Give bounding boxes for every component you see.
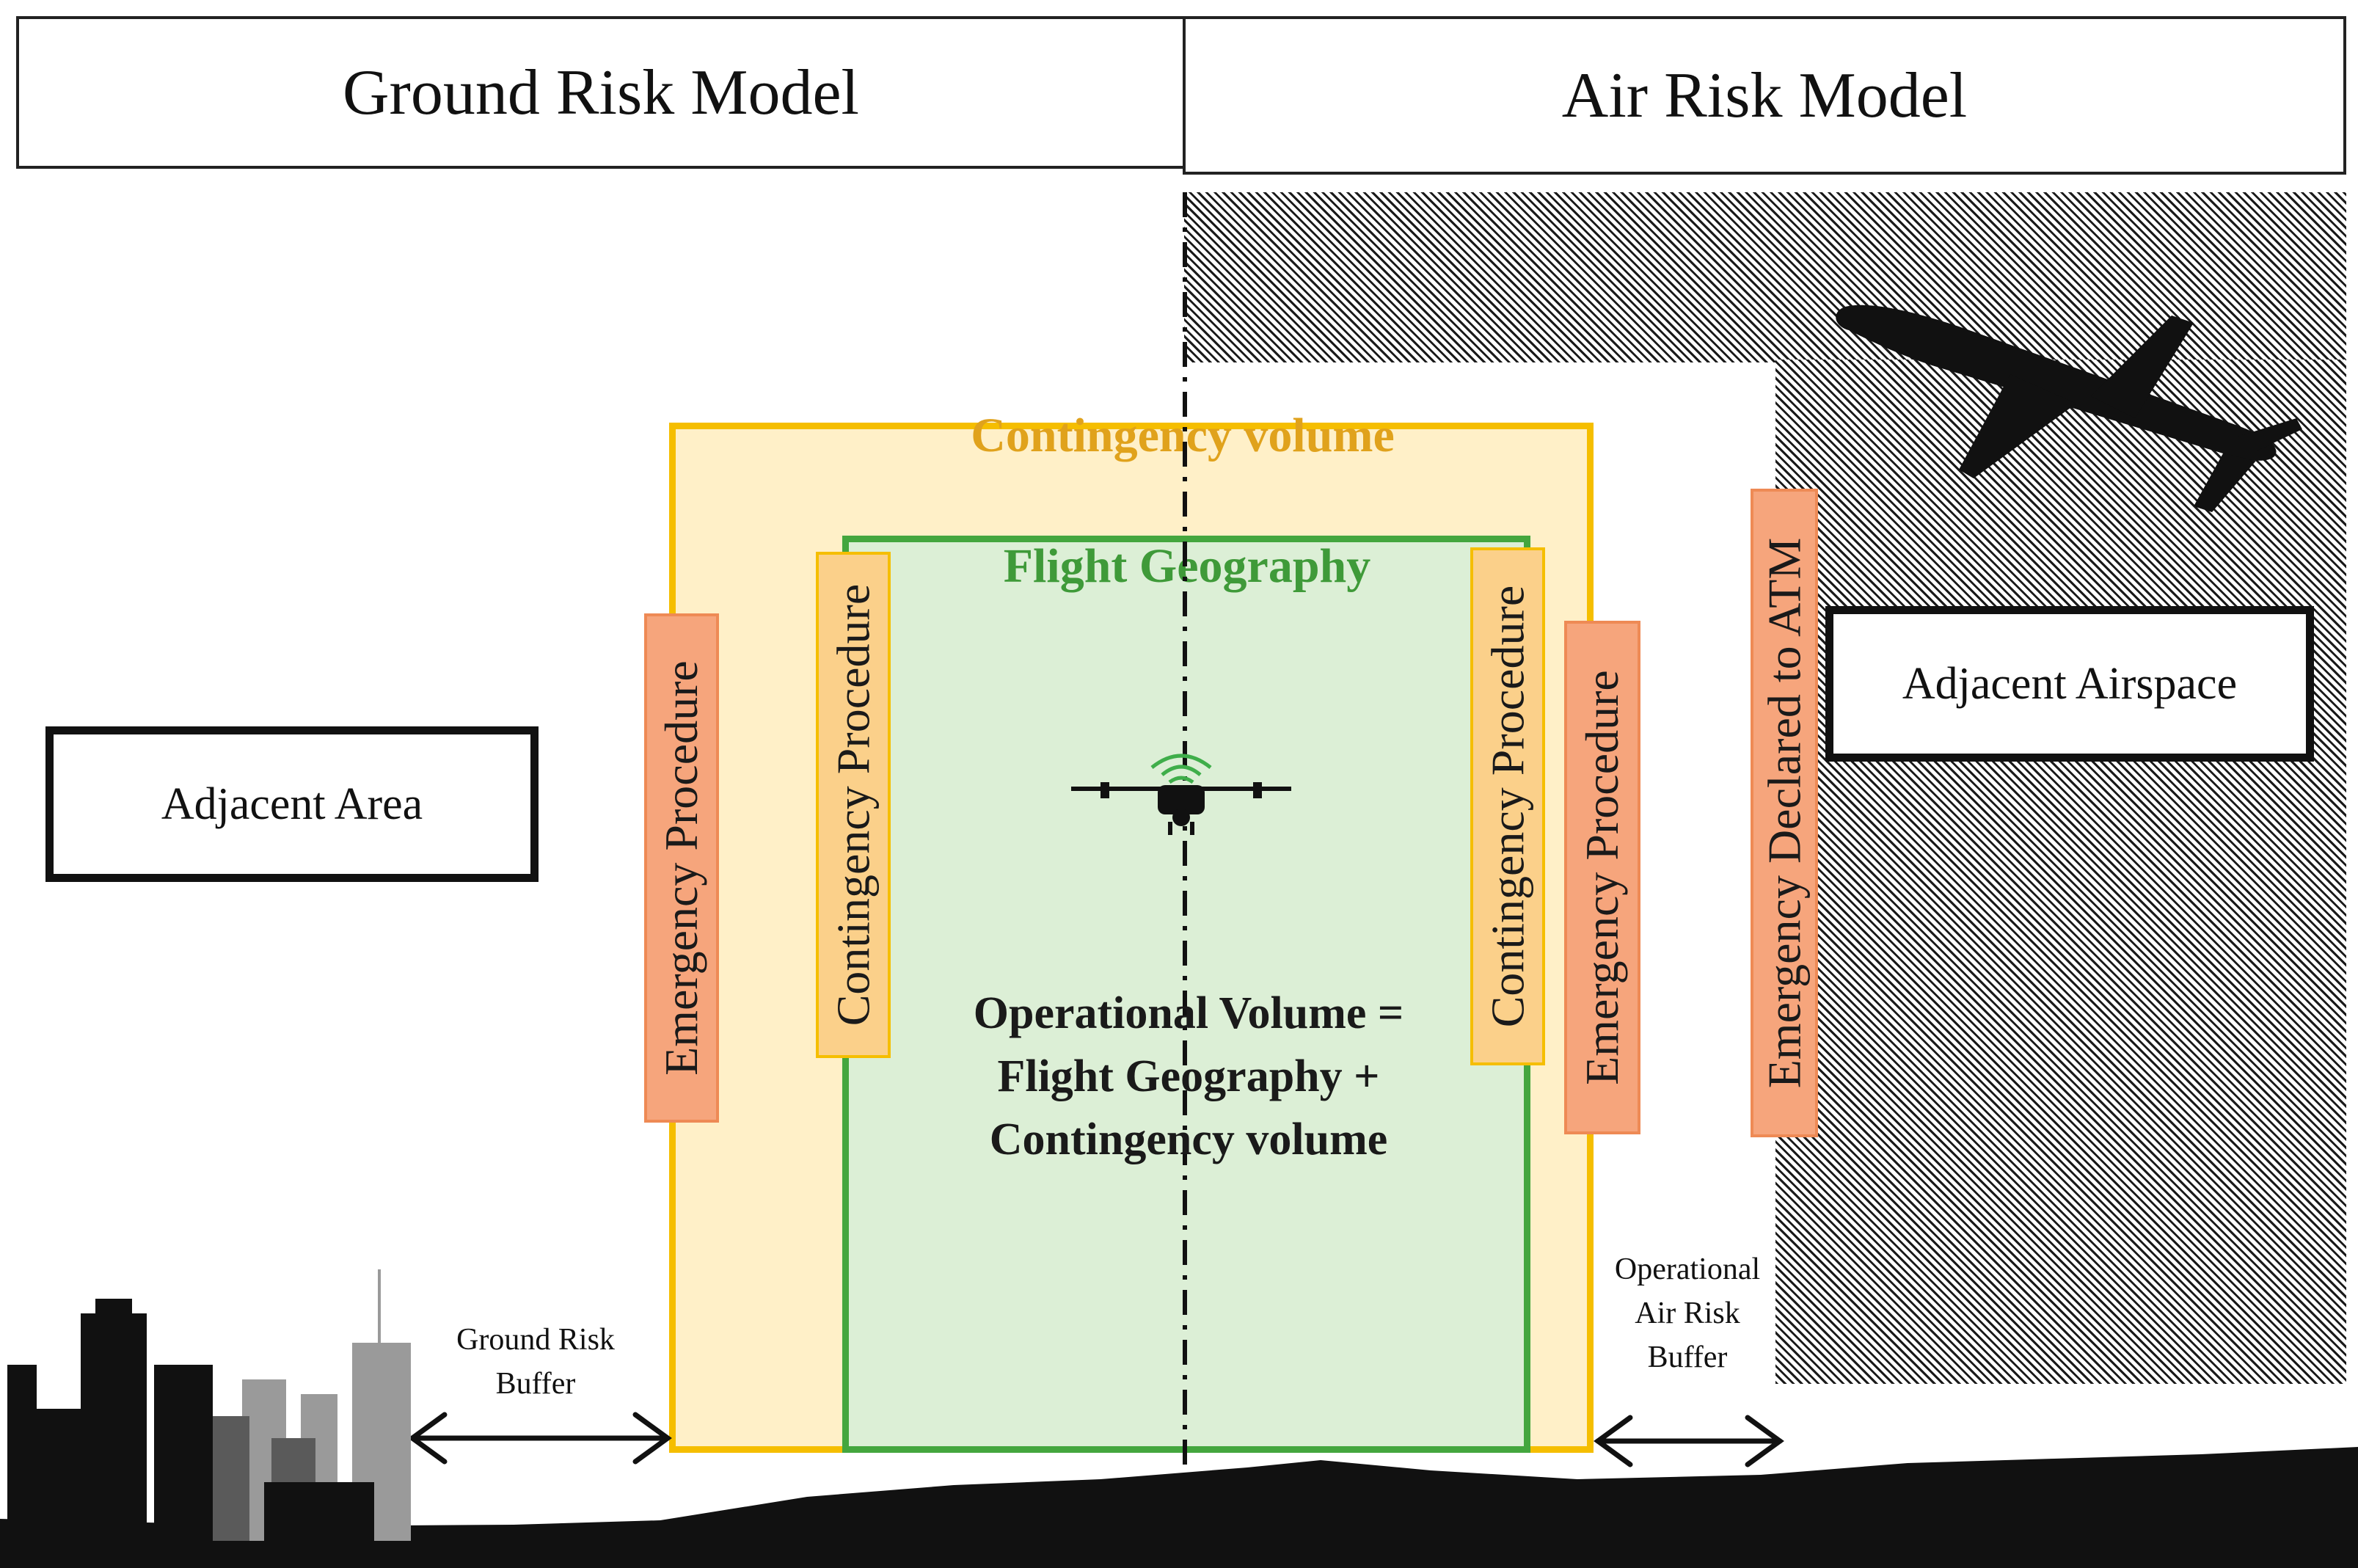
airplane-icon [1836, 305, 2302, 512]
emergency-procedure-left-label: Emergency Procedure [655, 660, 707, 1076]
air-risk-buffer-line1: Operational [1614, 1252, 1761, 1286]
operational-volume-text: Operational Volume = Flight Geography + … [895, 982, 1482, 1171]
adjacent-area-box: Adjacent Area [45, 726, 539, 882]
air-risk-buffer-line2: Air Risk [1635, 1297, 1740, 1330]
emergency-procedure-right: Emergency Procedure [1564, 621, 1640, 1134]
air-risk-model-title: Air Risk Model [1561, 59, 1968, 131]
terrain-icon [0, 1447, 2358, 1568]
operational-volume-line1: Operational Volume = [973, 988, 1404, 1038]
ground-risk-buffer-line2: Buffer [495, 1367, 576, 1401]
ground-risk-model-header: Ground Risk Model [16, 16, 1186, 169]
ground-risk-buffer-arrow [408, 1412, 672, 1465]
operational-volume-line3: Contingency volume [989, 1115, 1388, 1164]
air-risk-buffer-arrow [1594, 1415, 1784, 1467]
adjacent-airspace-hatch-top [1184, 192, 2346, 362]
emergency-procedure-left: Emergency Procedure [644, 613, 719, 1123]
emergency-declared-atm: Emergency Declared to ATM [1751, 489, 1818, 1137]
drone-icon [1071, 754, 1291, 835]
emergency-declared-atm-label: Emergency Declared to ATM [1758, 537, 1810, 1089]
center-dash-dot-line [1183, 192, 1187, 1557]
air-risk-buffer-text: Operational Air Risk Buffer [1577, 1247, 1797, 1379]
adjacent-area-label: Adjacent Area [161, 778, 423, 829]
contingency-procedure-left: Contingency Procedure [816, 552, 891, 1058]
ground-risk-buffer-line1: Ground Risk [456, 1323, 615, 1357]
city-skyline-icon [7, 1269, 411, 1541]
contingency-procedure-right: Contingency Procedure [1470, 547, 1545, 1065]
adjacent-airspace-hatch-right [1775, 360, 2346, 1384]
contingency-procedure-left-label: Contingency Procedure [827, 583, 879, 1027]
operational-volume-line2: Flight Geography + [997, 1051, 1380, 1101]
adjacent-airspace-label: Adjacent Airspace [1902, 658, 2238, 709]
emergency-procedure-right-label: Emergency Procedure [1576, 670, 1628, 1085]
ground-risk-model-title: Ground Risk Model [343, 56, 859, 128]
ground-risk-buffer-text: Ground Risk Buffer [411, 1318, 660, 1406]
air-risk-model-header: Air Risk Model [1183, 16, 2346, 175]
contingency-procedure-right-label: Contingency Procedure [1481, 585, 1533, 1028]
adjacent-airspace-box: Adjacent Airspace [1825, 606, 2314, 762]
air-risk-buffer-line3: Buffer [1647, 1341, 1728, 1374]
